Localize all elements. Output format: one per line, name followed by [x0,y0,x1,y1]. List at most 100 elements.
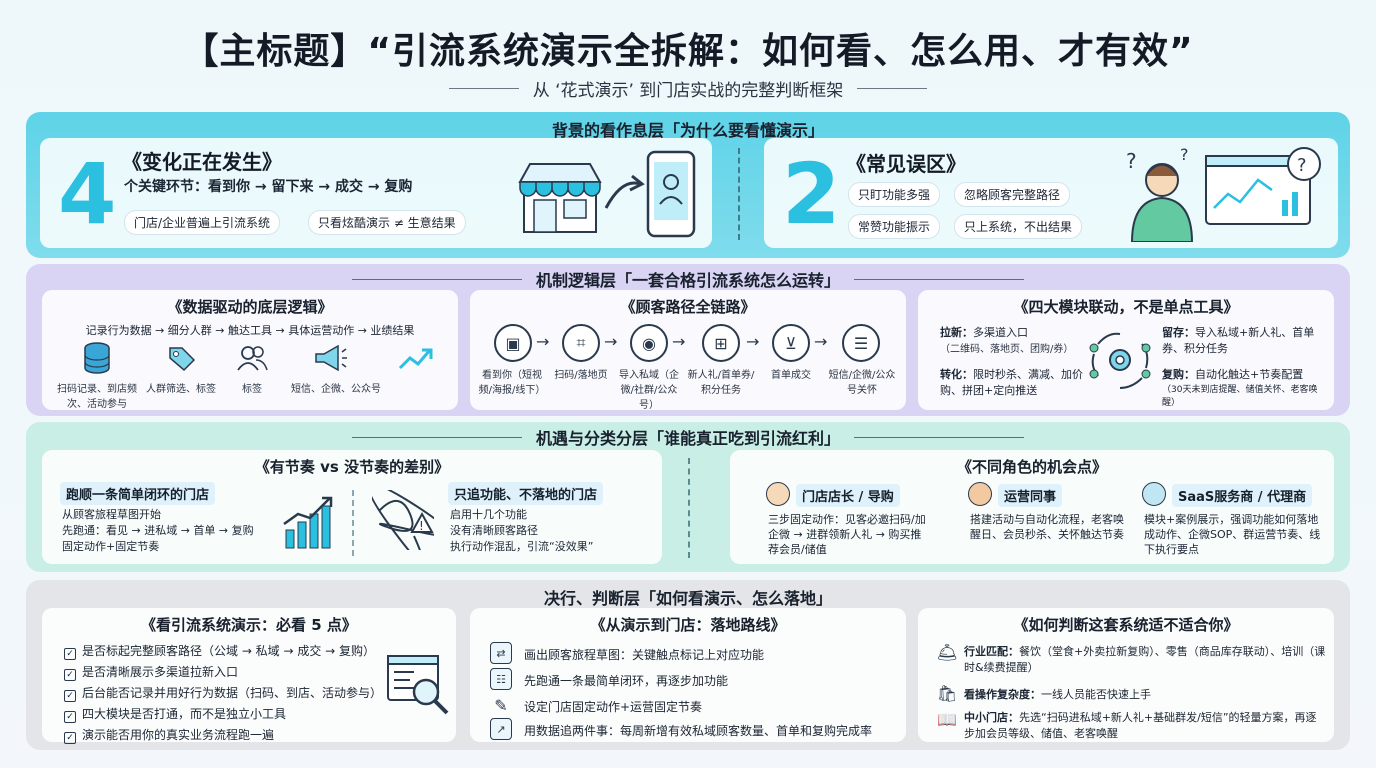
bad-line: 没有清晰顾客路径 [450,524,538,537]
customer-path-card: 《顾客路径全链路》 ▣ → ⌗ → ◉ → ⊞ → ⊻ → ☰ 看到你（短视频/… [470,290,906,411]
check-item: ✓演示能否用你的真实业务流程跑一遍 [64,726,274,744]
checkbox-icon: ✓ [64,732,76,744]
magnifier-dashboard-icon [387,655,449,715]
change-card: 4 《变化正在发生》 个关键环节：看到你 → 留下来 → 成交 → 复购 门店/… [40,138,712,248]
good-store-tag: 跑顺一条简单闭环的门店 [60,482,216,505]
path-step-label: 首单成交 [771,370,811,381]
arrow-right-icon: → [814,332,828,351]
module-retain: 留存：导入私域+新人礼、首单券、积分任务 [1162,324,1326,356]
role-text: 模块+案例展示，强调功能如何落地成动作、企微SOP、群运营节奏、线下执行要点 [1144,513,1321,556]
divider [857,87,928,89]
user-icon: ◉ [630,324,668,362]
card-title: 《不同角色的机会点》 [956,458,1107,476]
module-head: 复购： [1162,368,1195,381]
divider [854,278,1024,280]
service-provider-avatar [1142,482,1166,506]
service-bell-icon: 🛎 [936,643,958,663]
arrow-right-icon: → [672,332,686,351]
svg-text:!: ! [419,519,424,533]
fit-item-text: 先选“扫码进私域+新人礼+基础群发/短信”的轻量方案，再逐步加会员等级、储值、老… [964,711,1317,740]
role-text: 三步固定动作：见客必邀扫码/加企微 → 进群领新人礼 → 购买推荐会员/储值 [768,513,926,556]
people-icon [237,346,268,371]
module-head: 留存： [1162,326,1195,339]
qr-scan-icon: ⌗ [562,324,600,362]
module-cycle-icon [1089,332,1151,389]
tag-icon [169,347,196,372]
path-step-label: 新人礼/首单券/积分任务 [687,370,755,396]
svg-text:?: ? [1297,155,1307,176]
role-name: 运营同事 [998,484,1063,507]
key-number: 4 [58,145,117,243]
misconception-pill: 常赞功能振示 [848,214,941,239]
checkbox-icon: ✓ [64,648,76,660]
checkbox-icon: ✓ [64,711,76,723]
image-icon: ▣ [494,324,532,362]
module-repurchase: 复购：自动化触达+节奏配置 （30天未到店提醒、储值关怀、老客唤醒） [1162,366,1330,408]
check-item-text: 是否标起完整顾客路径（公域 → 私域 → 成交 → 复购） [82,644,376,658]
roles-card: 《不同角色的机会点》 门店店长 / 导购 三步固定动作：见客必邀扫码/加企微 →… [730,450,1334,564]
change-title: 《变化正在发生》 [122,150,282,174]
shopping-bag-icon: 🛍 [936,683,958,703]
cart-icon: ⊻ [772,324,810,362]
role-name: 门店店长 / 导购 [796,484,900,507]
check-item: ✓是否清晰展示多渠道拉新入口 [64,663,238,681]
check-item: ✓后台能否记录并用好行为数据（扫码、到店、活动参与） [64,684,382,702]
roadmap-item: 用数据追两件事：每周新增有效私域顾客数量、首单和复购完成率 [524,724,873,738]
judgement-layer: 决行、判断层「如何看演示、怎么落地」 《看引流系统演示：必看 5 点》 ✓ 是否标… [26,580,1350,750]
fit-judgement-card: 《如何判断这套系统适不适合你》 🛎 行业匹配：餐饮（堂食+外卖拉新复购）、零售（… [918,608,1334,742]
card-title: 《有节奏 vs 没节奏的差别》 [254,458,450,476]
misconception-title: 《常见误区》 [846,152,966,176]
card-title: 《顾客路径全链路》 [620,298,756,316]
module-convert: 转化：限时秒杀、满减、加价购、拼团+定向推送 [940,366,1090,398]
divider [351,278,522,280]
data-logic-card: 《数据驱动的底层逻辑》 记录行为数据 → 细分人群 → 触达工具 → 具体运营动… [42,290,458,410]
layer-title: 决行、判断层「如何看演示、怎么落地」 [543,589,832,608]
card-title: 《看引流系统演示：必看 5 点》 [141,616,357,634]
roadmap-item: 设定门店固定动作+运营固定节奏 [524,700,703,714]
layer-header: 决行、判断层「如何看演示、怎么落地」 [26,584,1350,610]
trend-up-icon [398,348,433,370]
fit-item-text: 餐饮（堂食+外卖拉新复购）、零售（商品库存联动）、培训（课时&续费提醒） [964,645,1326,674]
module-text: 限时秒杀、满减、加价购、拼团+定向推送 [940,368,1083,397]
arrow-right-icon: → [746,332,760,351]
role-name: SaaS服务商 / 代理商 [1172,484,1313,507]
path-step-label: 短信/企微/公众号关怀 [828,370,896,396]
fit-item: 看操作复杂度：一线人员能否快速上手 [964,686,1326,702]
five-points-card: 《看引流系统演示：必看 5 点》 ✓ 是否标起完整顾客路径（公域 → 私域 → 成… [42,608,456,744]
module-note: （二维码、落地页、团购/券） [940,344,1074,355]
check-item-text: 是否清晰展示多渠道拉新入口 [82,665,239,679]
opportunity-layer: 机遇与分类分层「谁能真正吃到引流红利」 《有节奏 vs 没节奏的差别》 跑顺一条… [26,422,1350,572]
module-text: 导入私域+新人礼、首单券、积分任务 [1162,326,1315,355]
module-head: 拉新： [940,326,973,339]
confused-person-icon: ? ? ? [1126,145,1321,242]
data-item-label: 标签 [242,384,262,395]
tangled-mess-icon: ! [372,490,434,550]
divider [448,87,519,89]
divider [738,148,740,240]
module-head: 转化： [940,368,973,381]
module-text: 多渠道入口 [973,326,1028,339]
operator-avatar [968,482,992,506]
background-layer: 背景的看作息层「为什么要看懂演示」 4 《变化正在发生》 个关键环节：看到你 →… [26,112,1350,258]
divider [688,458,690,558]
layer-title: 机制逻辑层「一套合格引流系统怎么运转」 [535,271,840,290]
role-text: 搭建活动与自动化流程，老客唤醒日、会员秒杀、关怀触达节奏 [970,513,1124,541]
change-pill: 门店/企业普遍上引流系统 [124,210,281,235]
analytics-icon: ↗ [490,718,512,740]
store-manager-avatar [766,482,790,506]
journey-map-icon: ⇄ [490,642,512,664]
store-to-phone-icon [518,150,696,238]
subtitle-row: 从 ‘花式演示’ 到门店实战的完整判断框架 [0,76,1376,101]
fit-item-head: 中小门店： [964,711,1019,724]
check-item: ✓四大模块是否打通，而不是独立小工具 [64,705,286,723]
good-line: 先跑通：看见 → 进私域 → 首单 → 复购 [62,524,254,537]
fit-item-head: 行业匹配： [964,645,1019,658]
roadmap-card: 《从演示到门店：落地路线》 ⇄ 画出顾客旅程草图：关键触点标记上对应功能 ☷ 先… [470,608,906,742]
arrow-right-icon: → [536,332,550,351]
module-note: （30天未到店提醒、储值关怀、老客唤醒） [1162,385,1318,408]
data-item-label: 短信、企微、公众号 [291,384,381,395]
fit-item-text: 一线人员能否快速上手 [1041,688,1151,701]
database-icon [84,342,110,374]
svg-text:?: ? [1180,145,1189,164]
bad-store-tag: 只追功能、不落地的门店 [448,482,604,505]
